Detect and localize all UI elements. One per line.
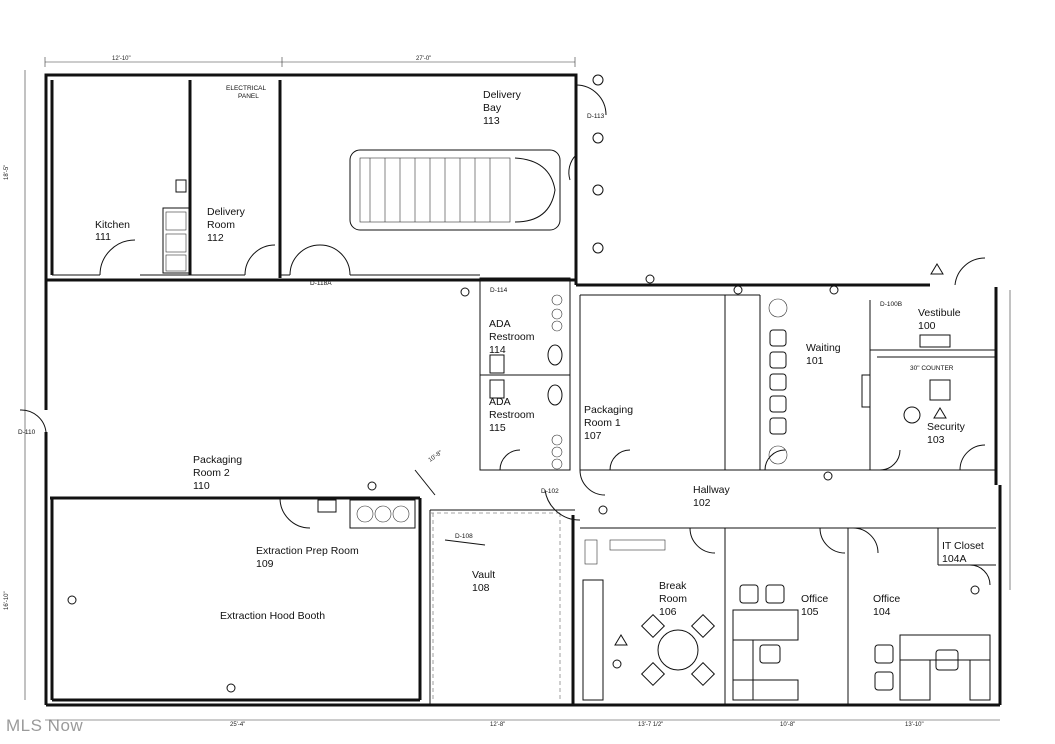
door-tag-d113: D-113: [587, 113, 605, 120]
packaging-room-1-name-2: Room 1: [584, 417, 621, 429]
vault-number: 108: [472, 582, 490, 594]
office-104-name: Office: [873, 593, 900, 605]
dim-bottom-2: 12'-8": [490, 722, 505, 728]
ada-restroom-114-number: 114: [489, 344, 506, 356]
dim-left-lower: 16'-10": [4, 591, 10, 610]
extraction-prep-name: Extraction Prep Room: [256, 545, 359, 557]
extraction-hood-name: Extraction Hood Booth: [220, 610, 325, 622]
it-closet-number: 104A: [942, 553, 967, 565]
office-105-name: Office: [801, 593, 828, 605]
break-room-number: 106: [659, 606, 677, 618]
waiting-number: 101: [806, 355, 824, 367]
office-105-furniture: [732, 584, 799, 701]
keynote-markers: [67, 274, 980, 693]
extraction-prep-number: 109: [256, 558, 274, 570]
delivery-bay-number: 113: [483, 115, 500, 127]
packaging-room-2-name-2: Room 2: [193, 467, 230, 479]
delivery-van-drawing: [349, 149, 561, 231]
break-room-table: [582, 539, 716, 701]
hallway-number: 102: [693, 497, 711, 509]
dim-angled: 10'-8": [428, 450, 444, 464]
it-closet-name: IT Closet: [942, 540, 984, 552]
waiting-chairs: [768, 298, 871, 465]
ada-restroom-114-name-1: ADA: [489, 318, 511, 330]
delivery-room-number: 112: [207, 232, 224, 244]
packaging-room-1-number: 107: [584, 430, 602, 442]
counter-label: 30" COUNTER: [910, 365, 954, 372]
office-105-number: 105: [801, 606, 819, 618]
interior-walls: [50, 80, 996, 705]
dim-left-upper: 18'-5": [4, 165, 10, 180]
electrical-panel-label-1: ELECTRICAL: [226, 85, 266, 92]
kitchen-name: Kitchen: [95, 219, 130, 231]
vestibule-name: Vestibule: [918, 307, 961, 319]
waiting-name: Waiting: [806, 342, 841, 354]
dim-bottom-3: 13'-7 1/2": [638, 722, 663, 728]
dim-bottom-1: 25'-4": [230, 722, 245, 728]
break-room-name-2: Room: [659, 593, 687, 605]
ada-restroom-115-name-1: ADA: [489, 396, 511, 408]
ada-restroom-114-name-2: Restroom: [489, 331, 535, 343]
vault-name: Vault: [472, 569, 495, 581]
triangle-markers: [614, 263, 947, 646]
electrical-panel-label-2: PANEL: [238, 93, 259, 100]
exterior-walls: [44, 73, 1002, 707]
door-tag-d118a: D-118A: [310, 280, 332, 287]
delivery-room-name-2: Room: [207, 219, 235, 231]
dim-top-main: 27'-0": [416, 56, 431, 62]
ada-restroom-115-name-2: Restroom: [489, 409, 535, 421]
door-tag-d110: D-110: [18, 429, 36, 436]
watermark-logo: MLS Now: [6, 716, 84, 735]
door-tag-d108: D-108: [455, 533, 473, 540]
door-swings: [19, 84, 991, 586]
security-number: 103: [927, 434, 945, 446]
kitchen-equipment: [162, 179, 416, 529]
hallway-name: Hallway: [693, 484, 731, 496]
office-104-number: 104: [873, 606, 891, 618]
delivery-bay-name-2: Bay: [483, 102, 502, 114]
door-tag-d114: D-114: [490, 287, 508, 294]
restroom-fixtures: [489, 294, 563, 470]
delivery-room-name-1: Delivery: [207, 206, 246, 218]
packaging-room-1-name-1: Packaging: [584, 404, 633, 416]
packaging-room-2-number: 110: [193, 480, 210, 492]
security-name: Security: [927, 421, 966, 433]
dim-bottom-4: 10'-8": [780, 722, 795, 728]
dim-top-left: 12'-10": [112, 56, 131, 62]
vestibule-number: 100: [918, 320, 936, 332]
door-tag-d100b: D-100B: [880, 301, 902, 308]
dimension-lines: [24, 57, 1011, 721]
door-tag-d102: D-102: [541, 488, 559, 495]
security-desk: [903, 334, 951, 424]
packaging-room-2-name-1: Packaging: [193, 454, 242, 466]
dim-bottom-5: 13'-10": [905, 722, 924, 728]
break-room-name-1: Break: [659, 580, 687, 592]
bollard-icons: [592, 74, 604, 254]
ada-restroom-115-number: 115: [489, 422, 506, 434]
delivery-bay-name-1: Delivery: [483, 89, 522, 101]
kitchen-number: 111: [95, 231, 111, 243]
office-104-furniture: [874, 634, 991, 701]
